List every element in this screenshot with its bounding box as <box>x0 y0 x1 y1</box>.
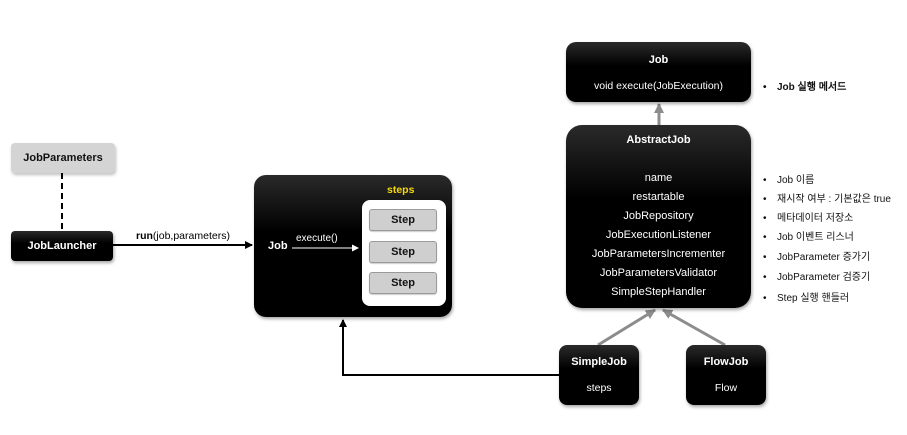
prop-job-repository: JobRepository <box>623 210 694 222</box>
prop-job-parameters-validator: JobParametersValidator <box>599 267 718 279</box>
abstract-job-title: AbstractJob <box>626 134 691 146</box>
note-name: •Job 이름 <box>763 175 815 186</box>
job-parameters-label: JobParameters <box>23 152 103 164</box>
prop-name: name <box>644 172 673 184</box>
steps-panel: Step Step Step <box>362 200 446 306</box>
note-repository: •메타데이터 저장소 <box>763 213 854 224</box>
flowjob-to-abstractjob-arrow <box>662 308 726 347</box>
job-execute-method: void execute(JobExecution) <box>594 80 723 92</box>
step-item-3: Step <box>369 272 437 294</box>
note-listener-text: Job 이벤트 리스너 <box>777 232 854 243</box>
steps-title: steps <box>387 184 415 196</box>
note-validator-text: JobParameter 검증기 <box>777 272 871 283</box>
step-item-2: Step <box>369 241 437 263</box>
flow-job-sub: Flow <box>714 382 738 394</box>
run-method: run <box>136 230 153 242</box>
job-container: Job execute() steps Step Step Step <box>254 175 452 317</box>
run-args: (job,parameters) <box>152 230 230 242</box>
prop-restartable: restartable <box>632 191 685 203</box>
simplejob-to-job-arrow <box>339 319 560 376</box>
execute-arrow <box>292 244 359 252</box>
job-launcher-box: JobLauncher <box>11 231 113 261</box>
note-validator: •JobParameter 검증기 <box>763 272 871 283</box>
execute-label: execute() <box>296 233 338 244</box>
note-restartable: •재시작 여부 : 기본값은 true <box>763 194 891 205</box>
prop-job-execution-listener: JobExecutionListener <box>605 229 712 241</box>
note-step-handler: •Step 실행 핸들러 <box>763 293 850 304</box>
simple-job-sub: steps <box>586 382 612 394</box>
job-parameters-box: JobParameters <box>11 143 115 173</box>
job-note: •Job 실행 메서드 <box>763 82 847 93</box>
note-name-text: Job 이름 <box>777 175 815 186</box>
note-listener: •Job 이벤트 리스너 <box>763 232 854 243</box>
simple-job-box: SimpleJob steps <box>559 345 639 405</box>
flow-job-title: FlowJob <box>703 356 749 368</box>
note-repository-text: 메타데이터 저장소 <box>777 213 854 224</box>
job-container-label: Job <box>268 240 288 252</box>
note-restartable-text: 재시작 여부 : 기본값은 true <box>777 194 891 205</box>
job-interface-title: Job <box>648 54 669 66</box>
step-item-1: Step <box>369 209 437 231</box>
job-launcher-label: JobLauncher <box>27 240 97 252</box>
simplejob-to-abstractjob-arrow <box>597 308 656 347</box>
note-incrementer-text: JobParameter 증가기 <box>777 252 871 263</box>
simple-job-title: SimpleJob <box>571 356 627 368</box>
note-incrementer: •JobParameter 증가기 <box>763 252 871 263</box>
prop-job-parameters-incrementer: JobParametersIncrementer <box>591 248 726 260</box>
prop-simple-step-handler: SimpleStepHandler <box>611 286 706 298</box>
run-call-label: run(job,parameters) <box>136 230 230 242</box>
job-interface-box: Job void execute(JobExecution) <box>566 42 751 102</box>
abstract-job-box: AbstractJob name restartable JobReposito… <box>566 125 751 308</box>
flow-job-box: FlowJob Flow <box>686 345 766 405</box>
note-step-handler-text: Step 실행 핸들러 <box>777 293 850 304</box>
job-note-text: Job 실행 메서드 <box>777 82 847 93</box>
